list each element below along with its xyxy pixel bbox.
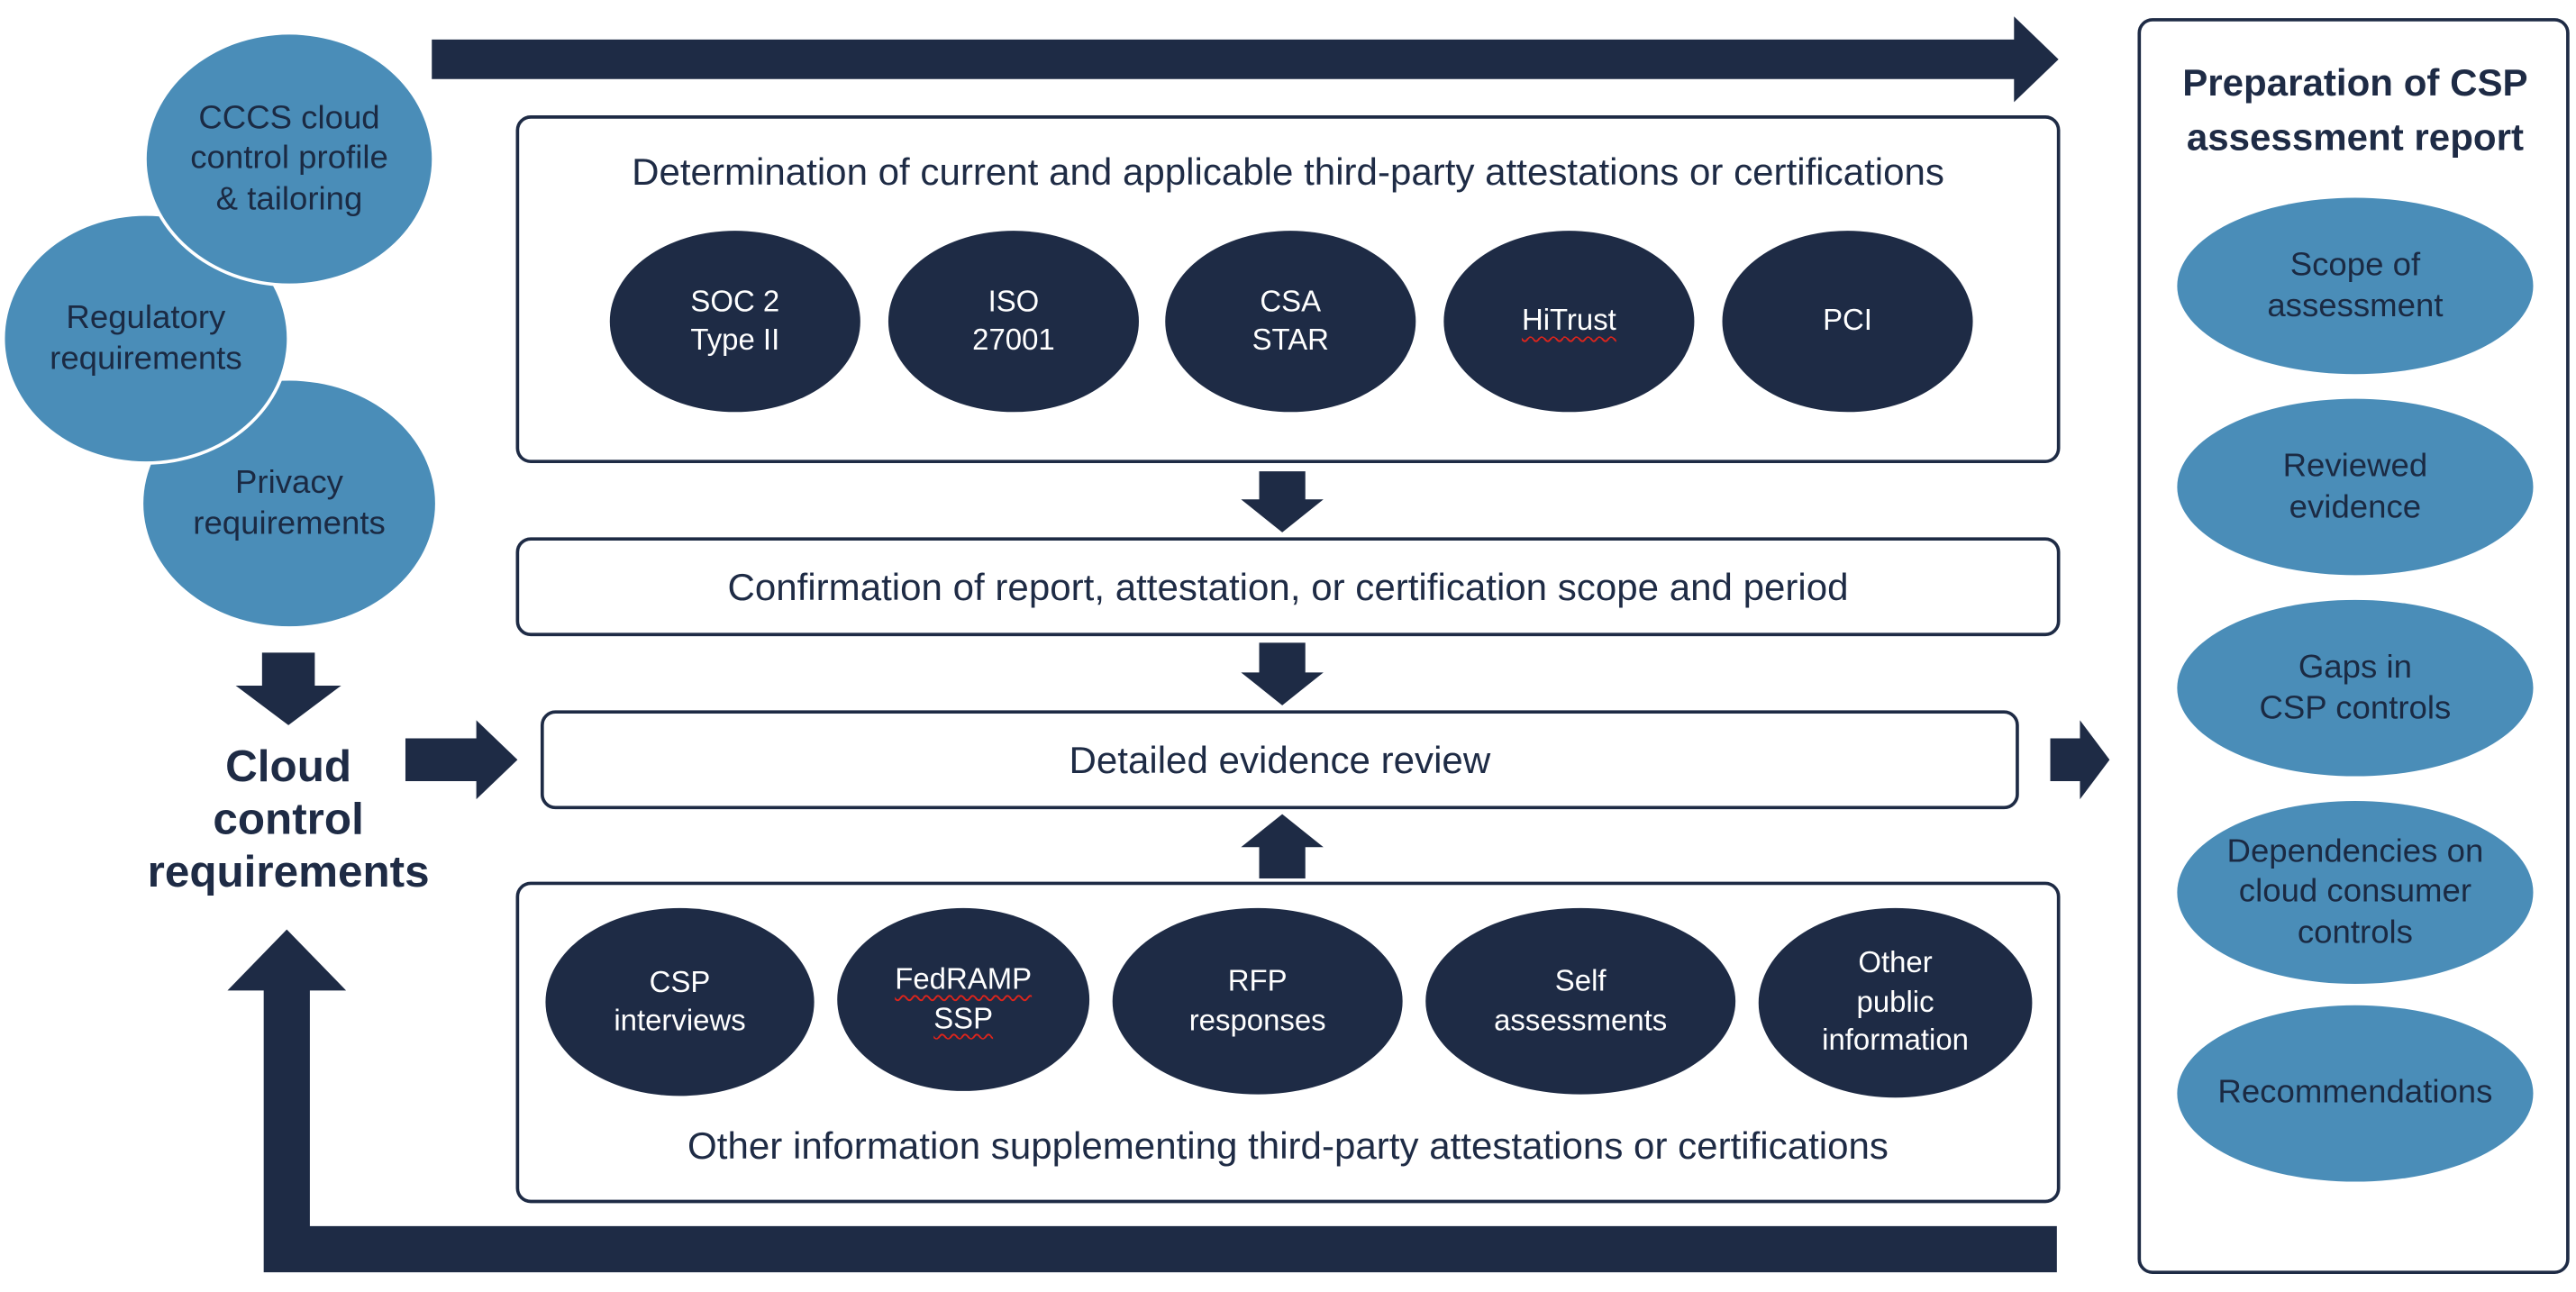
report-item: Scope of assessment xyxy=(2173,194,2537,378)
information-source-label: Other public information xyxy=(1822,946,1970,1057)
input-circle-label: Privacy requirements xyxy=(193,465,386,541)
input-circle-label: CCCS cloud control profile & tailoring xyxy=(190,100,388,217)
information-source-circle: CSP interviews xyxy=(545,907,815,1096)
attestation-label: ISO 27001 xyxy=(972,284,1055,357)
report-item: Reviewed evidence xyxy=(2173,396,2537,579)
confirmation-box: Confirmation of report, attestation, or … xyxy=(515,537,2061,637)
input-circle-cccs-profile: CCCS cloud control profile & tailoring xyxy=(143,31,435,287)
information-source-circle: RFP responses xyxy=(1112,907,1403,1095)
attestation-circle: HiTrust xyxy=(1443,231,1695,413)
feedback-loop-arrow xyxy=(227,929,2057,1273)
attestation-label: PCI xyxy=(1823,304,1872,337)
confirmation-down-arrow xyxy=(1241,642,1324,705)
information-source-circle: Self assessments xyxy=(1425,907,1736,1095)
information-source-label: CSP interviews xyxy=(614,965,746,1037)
confirmation-title: Confirmation of report, attestation, or … xyxy=(727,565,1849,608)
attestation-circle: CSA STAR xyxy=(1165,231,1416,413)
cloud-control-requirements-label: Cloud control requirements xyxy=(147,742,430,896)
information-source-label: RFP responses xyxy=(1188,964,1326,1036)
report-title: Preparation of CSP assessment report xyxy=(2182,60,2528,158)
determination-down-arrow xyxy=(1241,471,1324,532)
report-item: Gaps in CSP controls xyxy=(2173,596,2537,780)
report-item: Recommendations xyxy=(2173,1002,2537,1186)
input-circle-label: Regulatory requirements xyxy=(50,300,242,377)
input-circle-regulatory: Regulatory requirements xyxy=(1,212,290,465)
evidence-right-arrow xyxy=(2050,720,2110,800)
attestation-circle: ISO 27001 xyxy=(887,231,1139,413)
attestation-label: CSA STAR xyxy=(1252,284,1329,357)
evidence-review-title: Detailed evidence review xyxy=(1069,738,1491,782)
report-item-label: Gaps in CSP controls xyxy=(2259,649,2452,726)
report-item-label: Recommendations xyxy=(2217,1075,2493,1112)
information-source-circle: Other public information xyxy=(1758,907,2033,1098)
attestation-label: HiTrust xyxy=(1521,304,1616,337)
report-item-label: Reviewed evidence xyxy=(2282,448,2428,525)
information-source-circle: FedRAMP SSP xyxy=(837,907,1090,1091)
attestation-circle: PCI xyxy=(1722,231,1973,413)
attestation-label: SOC 2 Type II xyxy=(690,284,780,357)
report-item-label: Scope of assessment xyxy=(2267,247,2444,324)
report-item: Dependencies on cloud consumer controls xyxy=(2173,797,2537,987)
attestation-circle: SOC 2 Type II xyxy=(609,231,860,413)
information-source-label: FedRAMP SSP xyxy=(895,962,1033,1034)
requirements-right-arrow xyxy=(405,720,518,800)
top-flow-arrow xyxy=(432,16,2059,103)
supplementary-title: Other information supplementing third-pa… xyxy=(687,1124,1889,1168)
evidence-review-box: Detailed evidence review xyxy=(540,710,2019,810)
report-item-label: Dependencies on cloud consumer controls xyxy=(2226,833,2484,951)
information-source-label: Self assessments xyxy=(1494,964,1668,1036)
inputs-down-arrow xyxy=(235,652,341,725)
supplementary-up-arrow xyxy=(1241,814,1324,878)
determination-title: Determination of current and applicable … xyxy=(632,150,1944,194)
